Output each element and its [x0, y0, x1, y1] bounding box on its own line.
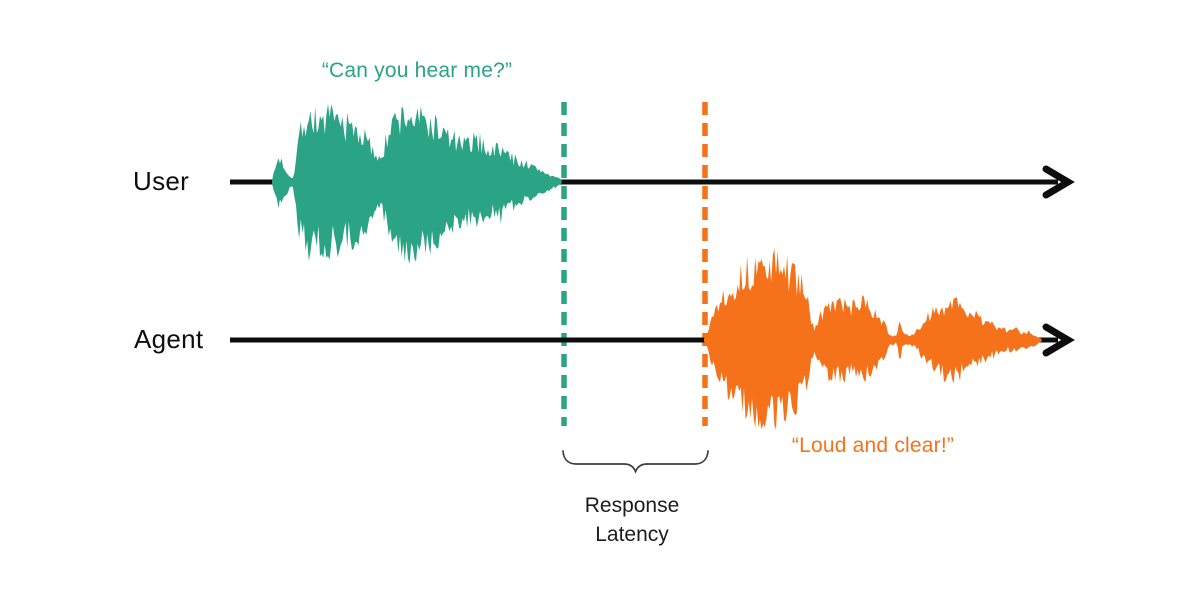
- user-timeline-arrow-icon: [1042, 165, 1075, 199]
- agent-speech-waveform: [704, 249, 1042, 430]
- latency-annotation-line2: Latency: [595, 523, 669, 546]
- agent-quote: “Loud and clear!”: [791, 434, 955, 457]
- latency-annotation: Response Latency: [532, 491, 732, 549]
- agent-timeline-arrow-icon: [1042, 323, 1075, 357]
- latency-annotation-line1: Response: [584, 494, 680, 517]
- agent-lane-label: Agent: [134, 324, 204, 354]
- latency-brace: [562, 450, 709, 474]
- user-speech-waveform: [272, 103, 562, 265]
- user-quote: “Can you hear me?”: [321, 59, 513, 82]
- user-lane-label: User: [133, 166, 190, 196]
